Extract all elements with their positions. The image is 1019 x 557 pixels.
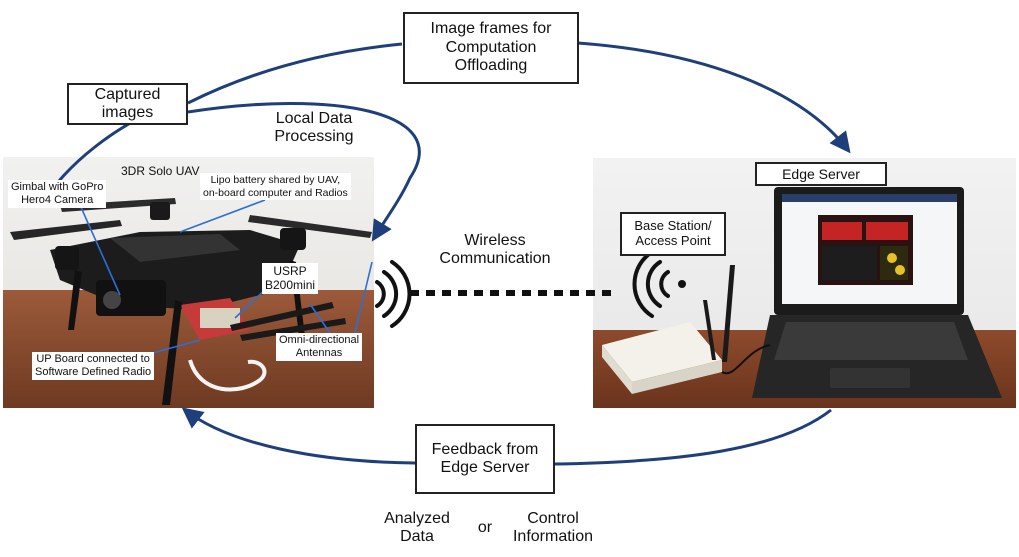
captured-line-1: Captured (94, 85, 161, 103)
upboard-line-1: UP Board connected to (36, 353, 150, 365)
wifi-signal-uav-icon (375, 260, 412, 328)
control-information-label: Control Information (500, 510, 606, 547)
antennas-line-1: Omni-directional (279, 334, 360, 346)
feedback-to-uav-arrow (181, 407, 416, 465)
gimbal-line-1: Gimbal with GoPro (11, 181, 104, 193)
analyzed-line-1: Analyzed (384, 510, 450, 527)
upboard-line-2: Software Defined Radio (35, 366, 152, 379)
local-processing-label: Local Data Processing (254, 110, 374, 147)
gimbal-line-2: Hero4 Camera (21, 194, 94, 207)
offload-box: Image frames for Computation Offloading (403, 12, 579, 84)
gimbal-callout: Gimbal with GoPro Hero4 Camera (8, 180, 107, 209)
local-line-1: Local Data (275, 110, 353, 127)
wireless-line-1: Wireless (464, 232, 526, 249)
base-station-box: Base Station/ Access Point (620, 212, 726, 256)
offload-to-edge-arrow (577, 41, 851, 154)
feedback-box: Feedback from Edge Server (415, 424, 555, 494)
base-line-2: Access Point (635, 233, 711, 248)
control-line-2: Information (512, 528, 594, 546)
captured-images-box: Captured images (67, 83, 188, 125)
upboard-callout: UP Board connected to Software Defined R… (32, 352, 155, 381)
captured-line-2: images (101, 104, 154, 121)
or-label: or (477, 519, 493, 536)
usrp-callout: USRP B200mini (262, 263, 319, 294)
battery-line-1: Lipo battery shared by UAV, (210, 174, 341, 186)
edge-server-photo (593, 158, 1016, 408)
edge-to-feedback-arrow (554, 408, 832, 466)
analyzed-data-label: Analyzed Data (372, 510, 462, 547)
base-line-1: Base Station/ (634, 218, 712, 234)
feedback-line-1: Feedback from (431, 440, 539, 458)
wifi-signal-base-icon (632, 250, 670, 318)
analyzed-line-2: Data (400, 528, 434, 546)
antennas-line-2: Antennas (295, 347, 343, 360)
control-line-1: Control (527, 510, 579, 527)
edge-server-label: Edge Server (782, 165, 860, 182)
usrp-line-1: USRP (273, 264, 307, 278)
base-signal-dot-icon (678, 280, 686, 288)
captured-to-offload-arrow (187, 42, 403, 105)
antennas-callout: Omni-directional Antennas (276, 333, 363, 362)
offload-line-1: Image frames for (430, 20, 552, 38)
offload-line-3: Offloading (454, 57, 528, 75)
local-processing-arrow (187, 101, 421, 242)
usrp-line-2: B200mini (265, 278, 316, 293)
feedback-line-2: Edge Server (440, 459, 530, 476)
battery-callout: Lipo battery shared by UAV, on-board com… (200, 173, 351, 201)
callout-lines (79, 199, 373, 363)
uav-title-label: 3DR Solo UAV (121, 164, 200, 178)
battery-line-2: on-board computer and Radios (203, 186, 348, 199)
edge-server-box: Edge Server (755, 162, 887, 186)
wireless-line-2: Communication (439, 250, 551, 268)
offload-line-2: Computation (445, 38, 537, 56)
local-line-2: Processing (274, 128, 354, 146)
wireless-label: Wireless Communication (430, 232, 560, 269)
